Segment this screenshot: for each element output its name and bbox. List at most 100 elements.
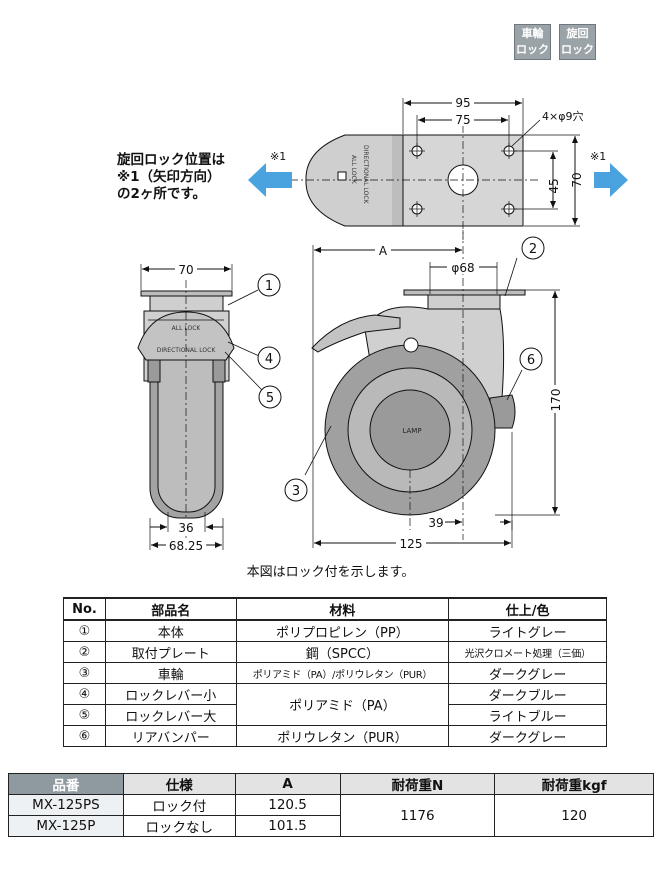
front-view-directional-text: DIRECTIONAL LOCK	[157, 347, 217, 354]
table-row: ③ 車輪 ポリアミド（PA）/ポリウレタン（PUR） ダークグレー	[63, 662, 607, 684]
dim-95: 95	[455, 96, 470, 110]
swivel-lock-note-line3: の2ヶ所です。	[117, 186, 207, 202]
dim-39: 39	[428, 516, 443, 530]
wheel-lock-badge-line1: 車輪	[521, 27, 544, 40]
callout-4-label: 4	[265, 352, 273, 367]
swivel-lock-note-line2: ※1（矢印方向）	[117, 169, 221, 185]
parts-header-name: 部品名	[104, 597, 237, 621]
part-no: ⑥	[63, 725, 106, 747]
part-material: ポリアミド（PA）	[235, 683, 450, 726]
drawing-caption: 本図はロック付を示します。	[246, 565, 415, 580]
part-no: ⑤	[63, 704, 106, 726]
dim-170: 170	[549, 389, 563, 412]
part-no: ②	[63, 641, 106, 663]
top-view-lock-text: ALL LOCK	[350, 155, 357, 185]
lock-direction-arrow-left	[248, 163, 292, 197]
front-view-lock-text: ALL LOCK	[172, 325, 202, 332]
side-view-hub-text: LAMP	[402, 427, 421, 435]
caster-technical-drawing: ALL LOCK DIRECTIONAL LOCK 95 75 4×φ9穴 45…	[137, 95, 628, 553]
dim-36: 36	[178, 521, 193, 535]
dim-68-25: 68.25	[169, 539, 203, 553]
part-finish: ダークグレー	[448, 725, 607, 747]
table-row: ④ ロックレバー小 ポリアミド（PA） ダークブルー	[63, 683, 607, 726]
part-name: 取付プレート	[104, 641, 237, 663]
part-name: ロックレバー小	[104, 683, 237, 705]
top-view: ALL LOCK DIRECTIONAL LOCK	[290, 98, 580, 240]
part-name: 車輪	[104, 662, 237, 684]
dim-70-front: 70	[178, 263, 193, 277]
part-finish: ライトブルー	[448, 704, 607, 726]
mark-right: ※1	[590, 150, 606, 163]
spec-type: ロックなし	[122, 815, 236, 837]
callout-6-label: 6	[527, 353, 535, 368]
side-view-rear-bumper	[489, 394, 516, 429]
table-row: MX-125P ロックなし 101.5	[8, 815, 654, 837]
front-view-dimension-labels: 70 36 68.25	[166, 262, 206, 553]
callout-5-label: 5	[266, 391, 274, 406]
callout-6	[519, 347, 543, 371]
side-view-dimension-labels: A φ68 170 39 125	[375, 243, 563, 551]
callout-2-label: 2	[529, 242, 537, 257]
top-view-lock-housing	[305, 134, 403, 227]
callout-4	[257, 346, 281, 370]
mark-left: ※1	[270, 150, 286, 163]
spec-header-load-kgf: 耐荷重kgf	[494, 773, 654, 795]
part-material: ポリプロピレン（PP）	[235, 619, 450, 642]
spec-type: ロック付	[122, 794, 236, 816]
top-view-dimension-labels: 95 75 4×φ9穴 45 70 ※1 ※1	[270, 95, 606, 194]
part-finish: ライトグレー	[448, 619, 607, 642]
wheel-lock-badge: 車輪 ロック	[514, 24, 551, 60]
top-view-directional-text: DIRECTIONAL LOCK	[362, 145, 369, 205]
dim-45: 45	[547, 178, 561, 193]
parts-table-header: No. 部品名 材料 仕上/色	[63, 597, 607, 621]
part-no: ④	[63, 683, 106, 705]
side-view-lock-lever	[311, 314, 401, 353]
callout-3-label: 3	[292, 484, 300, 499]
hole-spec-label: 4×φ9穴	[542, 109, 583, 123]
table-row: ② 取付プレート 鋼（SPCC） 光沢クロメート処理（三価）	[63, 641, 607, 663]
callout-2	[521, 236, 545, 260]
callout-1	[257, 273, 281, 297]
swivel-lock-badge-line2: ロック	[561, 43, 594, 56]
lock-direction-arrow-right	[594, 163, 628, 197]
parts-header-material: 材料	[235, 597, 450, 621]
dim-phi68: φ68	[451, 261, 474, 275]
front-view-mount-plate	[140, 290, 233, 297]
table-row: ⑤ ロックレバー大 ライトブルー	[63, 704, 607, 726]
wheel-lock-badge-line2: ロック	[516, 43, 549, 56]
spec-code: MX-125P	[8, 815, 124, 837]
dim-A: A	[379, 244, 388, 258]
table-row: ① 本体 ポリプロピレン（PP） ライトグレー	[63, 619, 607, 642]
spec-load-n: 1176	[339, 794, 496, 837]
parts-header-finish: 仕上/色	[448, 597, 607, 621]
dim-125: 125	[400, 537, 423, 551]
part-name: リアバンパー	[104, 725, 237, 747]
swivel-lock-note-line1: 旋回ロック位置は	[117, 152, 225, 168]
swivel-lock-note: 旋回ロック位置は ※1（矢印方向） の2ヶ所です。	[117, 152, 225, 203]
part-finish: ダークグレー	[448, 662, 607, 684]
spec-load-kgf: 120	[494, 794, 654, 837]
table-row: ⑥ リアバンパー ポリウレタン（PUR） ダークグレー	[63, 725, 607, 747]
dim-75: 75	[455, 113, 470, 127]
part-material: ポリウレタン（PUR）	[235, 725, 450, 747]
spec-table: 品番 仕様 A 耐荷重N 耐荷重kgf MX-125PS ロック付 120.5 …	[8, 773, 654, 837]
swivel-lock-badge: 旋回 ロック	[559, 24, 596, 60]
spec-table-header: 品番 仕様 A 耐荷重N 耐荷重kgf	[8, 773, 654, 795]
part-no: ③	[63, 662, 106, 684]
spec-header-load-n: 耐荷重N	[339, 773, 496, 795]
part-name: 本体	[104, 619, 237, 642]
side-view: LAMP	[304, 230, 560, 548]
spec-header-a: A	[234, 773, 341, 795]
callout-1-label: 1	[265, 279, 273, 294]
spec-header-code: 品番	[8, 773, 124, 795]
part-no: ①	[63, 619, 106, 642]
part-finish: 光沢クロメート処理（三価）	[448, 641, 607, 663]
part-material: ポリアミド（PA）/ポリウレタン（PUR）	[235, 662, 450, 684]
parts-table: No. 部品名 材料 仕上/色 ① 本体 ポリプロピレン（PP） ライトグレー …	[63, 597, 607, 747]
spec-a: 120.5	[234, 794, 341, 816]
spec-a: 101.5	[234, 815, 341, 837]
dim-70-side: 70	[570, 172, 584, 187]
table-row: MX-125PS ロック付 120.5 1176 120	[8, 794, 654, 837]
callout-3	[284, 478, 308, 502]
callout-5	[258, 385, 282, 409]
